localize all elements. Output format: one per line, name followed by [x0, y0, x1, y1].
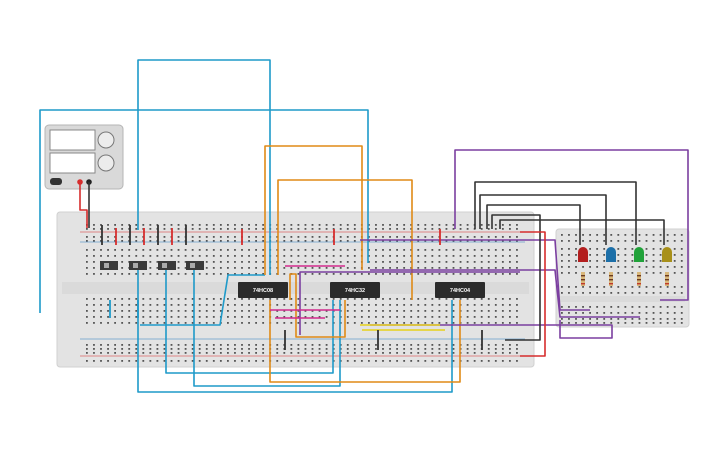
- wires[interactable]: [39, 59, 689, 393]
- secondary-breadboard-holes: [561, 234, 683, 324]
- wire-13[interactable]: [299, 271, 520, 335]
- wire-1[interactable]: [137, 59, 271, 275]
- wire-17[interactable]: [486, 204, 581, 245]
- ic-74hc32-label: 74HC32: [345, 288, 365, 294]
- ic-74hc08[interactable]: 74HC08: [238, 282, 288, 298]
- wire-12[interactable]: [370, 269, 640, 318]
- wire-8[interactable]: [269, 300, 461, 383]
- wire-9[interactable]: [289, 273, 346, 338]
- wire-19[interactable]: [499, 219, 665, 245]
- wire-0[interactable]: [39, 109, 369, 313]
- secondary-breadboard[interactable]: [555, 228, 690, 328]
- ic-74hc32[interactable]: 74HC32: [330, 282, 380, 298]
- wire-11[interactable]: [360, 239, 590, 311]
- wire-2[interactable]: [137, 265, 453, 393]
- input-switches[interactable]: [100, 261, 204, 270]
- blue-led[interactable]: [606, 247, 616, 286]
- wire-10[interactable]: [454, 149, 689, 301]
- output-leds[interactable]: [578, 247, 672, 286]
- voltage-knob[interactable]: [97, 131, 115, 149]
- wire-14[interactable]: [370, 320, 613, 339]
- wire-18[interactable]: [491, 214, 541, 341]
- power-switch[interactable]: [50, 178, 62, 185]
- power-supply[interactable]: [44, 124, 124, 190]
- current-knob[interactable]: [97, 154, 115, 172]
- ic-74hc04[interactable]: 74HC04: [435, 282, 485, 298]
- current-display: [49, 152, 96, 174]
- voltage-display: [49, 129, 96, 151]
- wire-5[interactable]: [140, 274, 265, 326]
- yellow-led[interactable]: [662, 247, 672, 286]
- red-led[interactable]: [578, 247, 588, 286]
- green-led[interactable]: [634, 247, 644, 286]
- wire-22[interactable]: [520, 231, 546, 357]
- wire-6[interactable]: [264, 145, 363, 275]
- ic-74hc04-label: 74HC04: [450, 288, 471, 294]
- wire-15[interactable]: [474, 181, 637, 245]
- wire-21[interactable]: [79, 182, 88, 228]
- ic-74hc08-label: 74HC08: [253, 288, 273, 294]
